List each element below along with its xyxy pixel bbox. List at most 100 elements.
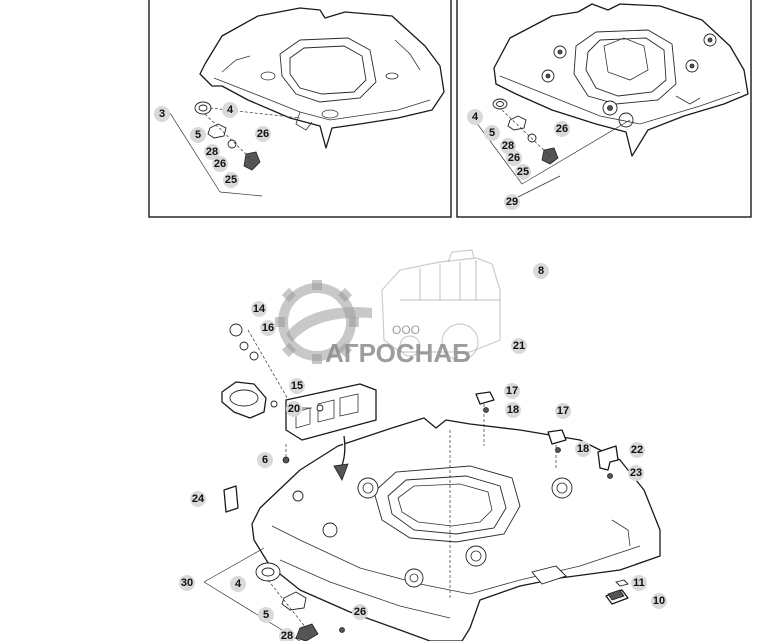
box-part	[223, 485, 239, 513]
callout-badge	[484, 125, 500, 141]
callout-number: 5	[263, 609, 269, 621]
callout-badge	[286, 401, 302, 417]
callout-badge	[628, 465, 644, 481]
harvester-logo-icon	[381, 249, 501, 361]
callout-number: 3	[159, 108, 165, 120]
callout-number: 20	[288, 403, 300, 415]
callout-badge	[258, 607, 274, 623]
headliner-part	[199, 7, 445, 149]
callout-badge	[575, 441, 591, 457]
callout-badge	[190, 127, 206, 143]
callout-number: 4	[227, 104, 234, 116]
callout-badge	[251, 301, 267, 317]
callout-number: 14	[253, 303, 266, 315]
bracket-part	[597, 445, 619, 471]
callout-badge	[554, 121, 570, 137]
callout-badge	[651, 593, 667, 609]
callout-number: 26	[508, 152, 520, 164]
clip-part	[507, 115, 527, 131]
callout-number: 28	[206, 146, 218, 158]
callout-badge	[631, 575, 647, 591]
callout-number: 18	[507, 404, 519, 416]
callout-badge	[505, 402, 521, 418]
callout-badge	[223, 172, 239, 188]
nut-part	[295, 623, 319, 641]
callout-number: 26	[354, 606, 366, 618]
headliner-part	[493, 3, 749, 157]
callout-number: 18	[577, 443, 589, 455]
callout-badge	[500, 138, 516, 154]
callout-number: 28	[502, 140, 514, 152]
callout-badge	[222, 102, 238, 118]
callout-badge	[555, 403, 571, 419]
bracket-part	[547, 429, 567, 445]
callout-badge	[504, 383, 520, 399]
callout-badge	[212, 156, 228, 172]
callout-number: 30	[181, 577, 193, 589]
callout-number: 4	[235, 578, 242, 590]
callout-number: 24	[192, 493, 205, 505]
callout-number: 11	[633, 577, 645, 589]
callout-badge	[179, 575, 195, 591]
callout-badge	[504, 194, 520, 210]
headliner-part	[251, 417, 661, 641]
top-right-frame	[456, 0, 752, 218]
callout-badge	[289, 378, 305, 394]
callout-badge	[204, 144, 220, 160]
callout-number: 8	[538, 265, 544, 277]
clip-part	[281, 591, 307, 611]
callout-number: 16	[262, 322, 274, 334]
callout-badge	[279, 628, 295, 641]
callout-number: 17	[506, 385, 518, 397]
callout-badge	[154, 106, 170, 122]
callout-badge	[255, 126, 271, 142]
watermark-brand: АГРОСНАБ	[325, 338, 471, 368]
top-right-panel	[456, 0, 752, 218]
callout-number: 15	[291, 380, 303, 392]
screw-part	[227, 139, 237, 149]
gear-logo-icon	[275, 280, 372, 364]
callout-number: 17	[557, 405, 569, 417]
bracket-part	[475, 391, 495, 405]
callout-badge	[260, 320, 276, 336]
callout-number: 4	[472, 111, 479, 123]
top-left-panel	[148, 0, 452, 218]
callout-number: 28	[281, 630, 293, 641]
callout-number: 23	[630, 467, 642, 479]
callout-number: 21	[513, 340, 525, 352]
nut-part	[243, 151, 261, 171]
screw-part	[282, 456, 290, 464]
control-panel-part	[285, 383, 377, 441]
callout-number: 26	[214, 158, 226, 170]
callout-number: 26	[556, 123, 568, 135]
watermark-ooo: ООО	[392, 323, 420, 337]
callout-badge	[506, 150, 522, 166]
top-left-frame	[148, 0, 452, 218]
callout-badge	[230, 576, 246, 592]
watermark: ООО АГРОСНАБ	[275, 249, 501, 368]
callout-badge	[533, 263, 549, 279]
dome-light-part	[221, 381, 267, 419]
callout-number: 29	[506, 196, 518, 208]
callout-number: 25	[225, 174, 237, 186]
callout-number: 26	[257, 128, 269, 140]
callout-badge	[257, 452, 273, 468]
screw-part	[527, 133, 537, 143]
callout-badge	[467, 109, 483, 125]
callout-badge	[515, 164, 531, 180]
callout-badge	[352, 604, 368, 620]
callout-badge	[629, 442, 645, 458]
callout-number: 25	[517, 166, 529, 178]
callout-number: 5	[195, 129, 201, 141]
callout-number: 22	[631, 444, 643, 456]
callout-badge	[190, 491, 206, 507]
screw-part	[270, 400, 278, 408]
callout-number: 10	[653, 595, 665, 607]
callout-badge	[511, 338, 527, 354]
clip-part	[207, 123, 227, 139]
callout-number: 5	[489, 127, 495, 139]
lens-part	[229, 323, 243, 337]
callout-number: 6	[262, 454, 268, 466]
